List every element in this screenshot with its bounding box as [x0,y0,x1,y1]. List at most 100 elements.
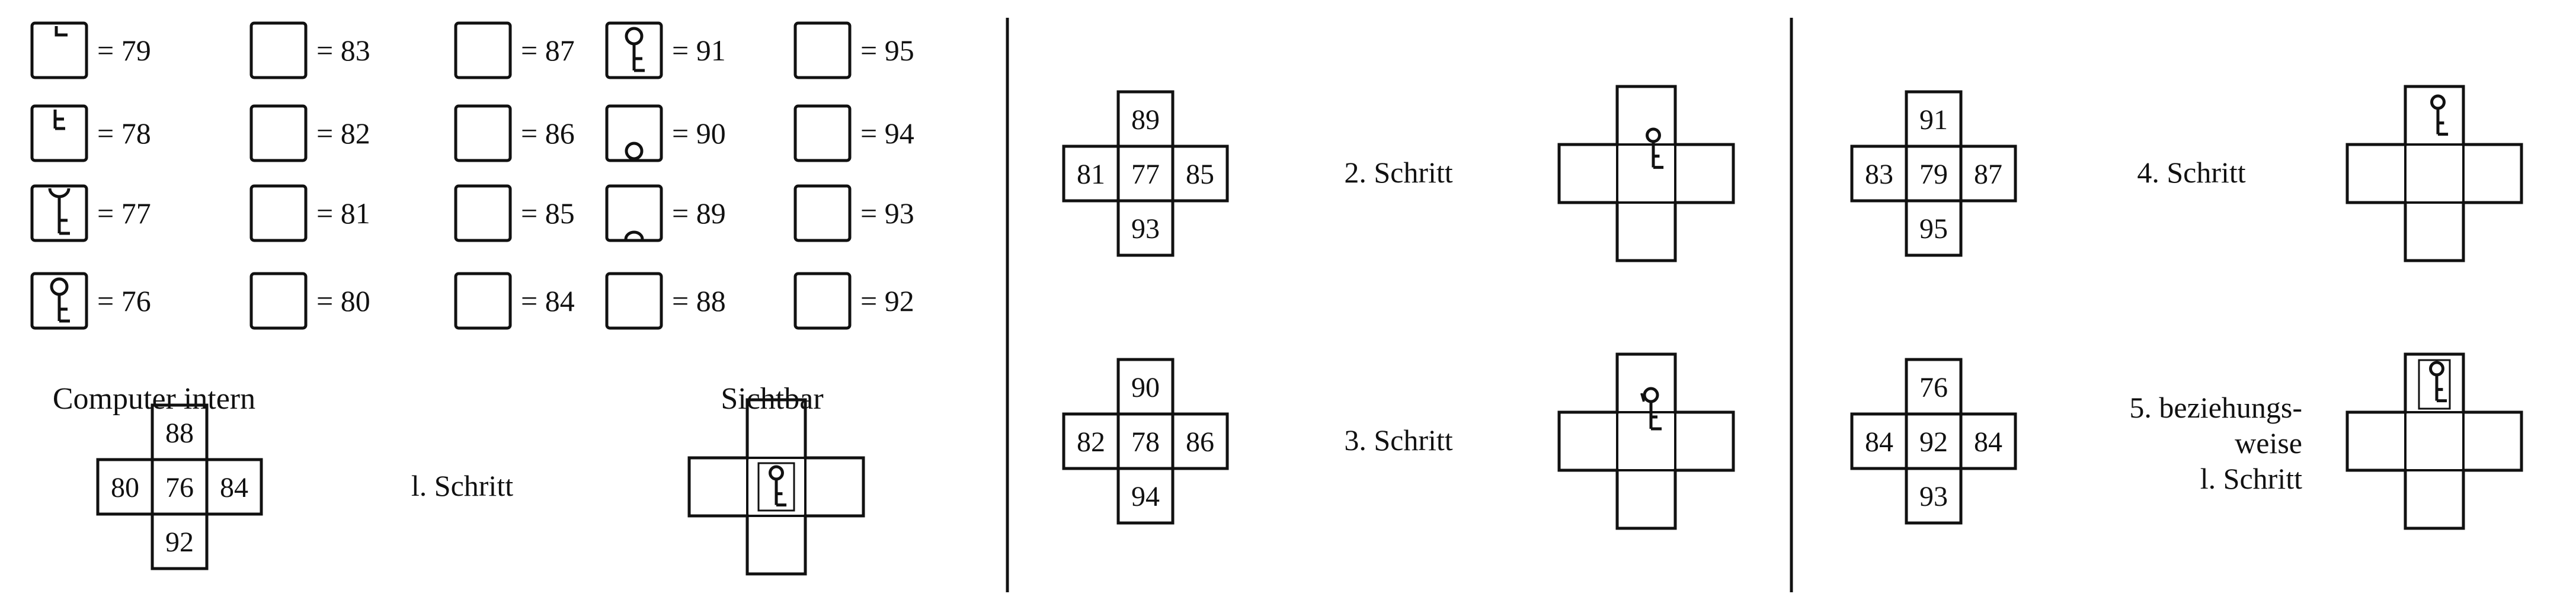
legend-label: = 79 [97,34,151,67]
legend-label: = 82 [316,117,370,150]
number-value-center: 77 [1131,159,1160,190]
number-cell-right [205,458,263,516]
legend-label: = 84 [521,284,575,317]
number-cell-bottom [1905,199,1963,257]
legend-tile [605,272,663,330]
legend-label: = 85 [521,197,575,230]
legend-tile [793,104,852,162]
legend-tile [605,21,663,79]
legend-entry: = 87 [454,21,575,79]
legend-tile [30,104,88,162]
legend-entry: = 93 [793,184,914,242]
number-value-left: 83 [1865,159,1893,190]
number-cross: 91 83 79 87 95 [1850,90,2017,257]
legend-tile [454,104,512,162]
legend-label: = 81 [316,197,370,230]
number-cell-bottom [1116,199,1175,257]
number-value-right: 85 [1186,159,1214,190]
key-full-icon [50,277,70,323]
legend-label: = 89 [672,197,726,230]
legend-entry: = 89 [605,184,726,242]
key-icon [2430,94,2449,136]
visible-cross-outline [2345,85,2523,262]
visible-cross [687,398,865,576]
legend-entry: = 82 [249,104,370,162]
legend-tile [30,272,88,330]
legend-tile [793,184,852,242]
number-value-center: 78 [1131,426,1160,458]
bottom-half-ring-icon [624,230,644,240]
legend-tile [454,272,512,330]
legend-entry: = 79 [30,21,151,79]
step-4: 91 83 79 87 95 4. Schritt [1850,85,2523,262]
legend-entry: = 76 [30,272,151,330]
header-computer-intern: Computer intern [53,382,255,416]
number-value-bottom: 92 [165,527,194,558]
key-top-icon [48,188,71,235]
legend-label: = 94 [860,117,914,150]
legend-label: = 78 [97,117,151,150]
step-label: 4. Schritt [2137,156,2245,189]
number-value-left: 82 [1077,426,1105,458]
visible-cross [1557,352,1735,530]
legend-label: = 83 [316,34,370,67]
key-full-icon [625,27,645,72]
legend-entry: = 80 [249,272,370,330]
number-value-top: 91 [1919,104,1948,136]
number-value-right: 86 [1186,426,1214,458]
legend-label: = 93 [860,197,914,230]
legend-entry: = 91 [605,21,726,79]
legend-label: = 88 [672,284,726,317]
number-value-right: 87 [1974,159,2002,190]
number-value-left: 81 [1077,159,1105,190]
legend-entry: = 83 [249,21,370,79]
legend-tile [249,104,308,162]
top-notch-icon [55,26,68,37]
number-value-center: 79 [1919,159,1948,190]
legend-tile [454,184,512,242]
legend-label: = 80 [316,284,370,317]
legend-entry: = 85 [454,184,575,242]
number-value-right: 84 [1974,426,2002,458]
number-cell-right [1959,145,2017,203]
legend-label: = 90 [672,117,726,150]
number-value-right: 84 [220,472,248,503]
legend-tile [249,21,308,79]
visible-cross-outline [1557,352,1735,530]
legend-entry: = 94 [793,104,914,162]
bottom-ring-icon [625,142,644,161]
legend-label: = 86 [521,117,575,150]
legend-tile [30,184,88,242]
legend-label: = 95 [860,34,914,67]
legend-entry: = 84 [454,272,575,330]
legend-label: = 77 [97,197,151,230]
key-icon [2429,361,2447,403]
number-value-bottom: 93 [1131,213,1160,245]
visible-cross-outline [2345,352,2523,530]
number-value-bottom: 95 [1919,213,1948,245]
number-value-left: 80 [111,472,139,503]
legend-entry: = 81 [249,184,370,242]
key-frame [757,462,795,512]
legend-entry: = 86 [454,104,575,162]
legend-entry: = 77 [30,184,151,242]
visible-cross [2345,85,2523,262]
visible-cross [2345,352,2523,530]
number-cell-bottom [1116,467,1175,525]
legend-tile [605,184,663,242]
legend-label: = 87 [521,34,575,67]
legend-entry: = 90 [605,104,726,162]
top-notch-t-icon [53,110,65,130]
number-value-bottom: 94 [1131,481,1160,512]
number-cell-bottom [1905,467,1963,525]
number-cell-right [1171,412,1229,470]
legend-label: = 92 [860,284,914,317]
